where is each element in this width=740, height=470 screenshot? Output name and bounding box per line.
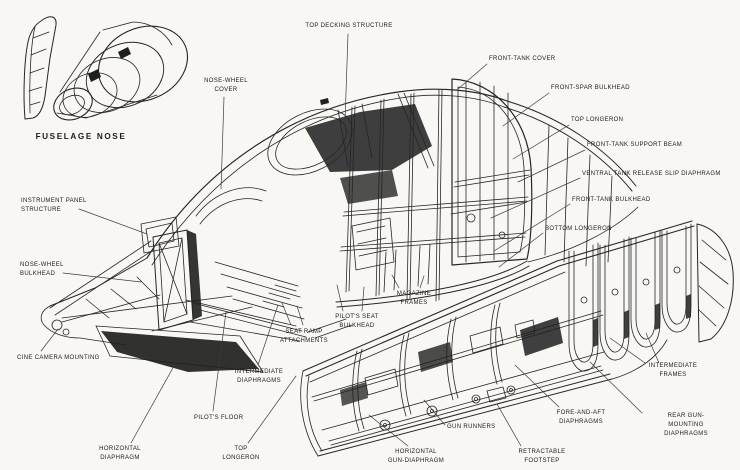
leader-line-fore-and-aft-diaphragms [514,364,560,408]
leader-line-top-decking-structure [344,33,349,123]
nose-wheel-cover-part [195,187,267,225]
leader-line-magazine-frames [419,275,425,289]
leader-line-front-tank-cover [457,63,488,90]
pilots-floor-part [192,284,307,338]
leader-line-ventral-tank-release-slip-diaphragm [490,177,581,219]
part-label-magazine-frames: MAGAZINE FRAMES [396,291,432,306]
top-decking-spine [146,88,508,266]
leader-line-nose-wheel-bulkhead [62,272,142,283]
leader-line-instrument-panel-structure [78,208,148,235]
fuselage-nose-inset-drawing [23,16,189,121]
part-label-seat-ramp-attachments: SEAT RAMP ATTACHMENTS [280,329,328,344]
leader-line-bottom-longeron [498,232,544,268]
cockpit-interior-shading [305,104,432,204]
gun-bay-shading [340,317,563,406]
nose-panel-piece [23,16,57,120]
leader-line-pilots-seat-bulkhead [336,284,344,312]
leader-line-gun-runners [423,399,446,426]
part-label-fuselage-nose: FUSELAGE NOSE [35,132,127,141]
leader-line-pilots-floor [212,311,227,412]
part-label-front-tank-support-beam: FRONT-TANK SUPPORT BEAM [587,142,683,148]
part-label-cine-camera-mounting: CINE CAMERA MOUNTING [17,355,100,361]
pilots-seat-structure [307,217,395,339]
leader-line-seat-ramp-attachments [296,305,304,326]
nose-wheel-bulkhead-frame [152,229,202,331]
part-label-retractable-footstep: RETRACTABLE FOOTSTEP [518,449,566,464]
part-label-horizontal-diaphragm: HORIZONTAL DIAPHRAGM [99,446,141,461]
front-spar-bulkhead-frame [451,78,533,266]
part-label-front-spar-bulkhead: FRONT-SPAR BULKHEAD [551,85,630,91]
leader-line-top-longeron-upper [512,124,570,160]
part-label-top-decking-structure: TOP DECKING STRUCTURE [305,23,393,29]
leader-line-intermediate-frames [645,332,660,364]
frame-gap-shading [593,294,691,347]
instrument-panel [140,216,180,254]
leader-line-horizontal-diaphragm [130,365,175,444]
part-label-fore-and-aft-diaphragms: FORE-AND-AFT DIAPHRAGMS [556,410,606,425]
part-label-front-tank-bulkhead: FRONT-TANK BULKHEAD [572,197,651,203]
leader-line-front-spar-bulkhead [502,92,550,127]
leader-line-horizontal-gun-diaphragm [368,414,409,447]
part-label-pilots-seat-bulkhead: PILOT'S SEAT BULKHEAD [335,314,379,329]
leader-line-pilots-seat-bulkhead [361,286,365,312]
gun-runners-part [328,365,604,446]
retractable-footstep-part [486,386,507,403]
nose-cone-rings [53,21,189,121]
intermediate-frames-part [696,223,734,343]
leader-line-intermediate-frames [609,337,646,364]
part-label-top-longeron-lower: TOP LONGERON [222,446,260,461]
aft-tank-bay [503,100,639,267]
leader-line-seat-ramp-attachments [281,302,292,326]
lower-cover-panel [95,325,264,373]
leader-line-rear-gun-mounting-diaphragms [589,361,643,414]
leader-line-intermediate-diaphragms [257,304,279,366]
rear-fuselage-drawing [300,220,734,457]
leader-line-cine-camera-mounting [40,328,59,352]
wheel-bay-hatching [214,261,305,320]
part-label-bottom-longeron: BOTTOM LONGERON [545,226,612,232]
part-label-front-tank-cover: FRONT-TANK COVER [489,56,556,62]
nose-truss [40,240,301,346]
leader-line-magazine-frames [391,274,400,289]
part-label-gun-runners: GUN RUNNERS [447,424,496,430]
leader-line-nose-wheel-cover [220,96,225,190]
part-label-nose-wheel-cover: NOSE-WHEEL COVER [204,78,248,93]
part-label-instrument-panel-structure: INSTRUMENT PANEL STRUCTURE [21,198,87,213]
part-label-top-longeron-upper: TOP LONGERON [571,117,624,123]
leader-line-retractable-footstep [496,403,522,447]
forward-fuselage-drawing [40,78,639,373]
part-label-horizontal-gun-diaphragm: HORIZONTAL GUN-DIAPHRAGM [387,449,445,464]
leader-line-front-tank-bulkhead [493,203,571,252]
part-label-pilots-floor: PILOT'S FLOOR [194,415,244,421]
part-label-ventral-tank-release-slip-diaphragm: VENTRAL TANK RELEASE SLIP DIAPHRAGM [582,171,721,177]
part-label-intermediate-diaphragms: INTERMEDIATE DIAPHRAGMS [234,369,284,384]
part-label-rear-gun-mounting-diaphragms: REAR GUN-MOUNTING DIAPHRAGMS [664,413,708,437]
leader-line-front-tank-support-beam [517,149,586,183]
leader-line-top-longeron-lower [247,375,297,444]
tank-bay-frames [335,89,531,308]
part-label-nose-wheel-bulkhead: NOSE-WHEEL BULKHEAD [20,262,64,277]
rear-gun-mounting-diaphragm-frames [568,223,692,372]
leader-lines-layer [40,33,660,447]
part-label-intermediate-frames: INTERMEDIATE FRAMES [648,363,698,378]
